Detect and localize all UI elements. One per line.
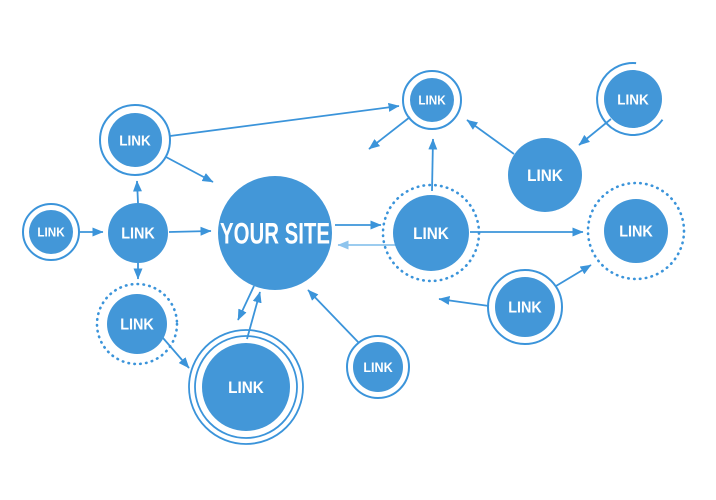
link-label: LINK — [37, 225, 64, 240]
arrow-top-center-toward-your-site — [368, 116, 411, 150]
node-link-top-right: LINK — [596, 62, 664, 136]
link-label: LINK — [418, 93, 445, 108]
link-circle — [108, 203, 168, 263]
arrow-right-large-to-top-center — [466, 119, 515, 155]
node-link-far-left: LINK — [22, 203, 80, 261]
outer-ring-circle — [188, 329, 304, 445]
link-circle — [495, 277, 555, 337]
link-circle — [604, 70, 662, 128]
arrow-top-left-to-top-center — [169, 102, 400, 137]
node-link-top-left: LINK — [99, 104, 171, 176]
node-link-far-right: LINK — [586, 181, 686, 281]
inner-ring-circle — [194, 335, 298, 439]
ring-circle — [99, 104, 171, 176]
link-circle — [353, 342, 403, 392]
node-link-bottom-small: LINK — [346, 335, 410, 399]
link-circle — [107, 294, 167, 354]
dotted-ring-circle — [586, 181, 686, 281]
link-circle — [202, 343, 290, 431]
edges-layer — [80, 102, 612, 369]
node-link-mid-right: LINK — [381, 183, 481, 283]
ring-circle — [402, 70, 462, 130]
dotted-ring-circle — [381, 183, 481, 283]
ring-circle — [22, 203, 80, 261]
your-site-label: YOUR SITE — [220, 218, 330, 251]
nodes-layer: LINK LINK LINK LINK — [22, 62, 686, 445]
link-label: LINK — [121, 225, 155, 243]
node-link-bottom-left: LINK — [95, 282, 179, 366]
arrow-your-site-to-bottom-center — [237, 285, 255, 321]
link-label: LINK — [527, 166, 563, 185]
node-link-bottom-center-large: LINK — [188, 329, 304, 445]
node-your-site: YOUR SITE — [218, 176, 332, 290]
link-label: LINK — [228, 378, 264, 397]
arrow-mid-left-to-your-site — [168, 226, 212, 236]
link-circle — [108, 113, 162, 167]
arrow-top-left-to-your-site — [165, 156, 214, 183]
link-circle — [29, 210, 73, 254]
dotted-ring-circle — [95, 282, 179, 366]
your-site-circle — [218, 176, 332, 290]
link-circle — [508, 138, 582, 212]
link-label: LINK — [363, 359, 393, 375]
arrow-mid-left-to-top-left — [132, 180, 142, 204]
arrow-bottom-right-to-far-right — [555, 264, 592, 287]
arrow-mid-right-to-top-center — [428, 138, 438, 192]
node-link-top-center: LINK — [402, 70, 462, 130]
arrow-bottom-center-to-your-site — [246, 291, 262, 340]
link-circle — [604, 199, 668, 263]
node-link-bottom-right: LINK — [487, 269, 563, 345]
open-arc-ring — [596, 62, 664, 136]
ring-circle — [346, 335, 410, 399]
link-circle — [410, 78, 454, 122]
link-label: LINK — [119, 133, 151, 150]
node-link-mid-left: LINK — [108, 203, 168, 263]
link-label: LINK — [413, 224, 449, 243]
node-link-right-large: LINK — [508, 138, 582, 212]
link-label: LINK — [120, 316, 154, 334]
link-label: LINK — [617, 92, 649, 109]
link-label: LINK — [508, 299, 542, 317]
link-circle — [393, 195, 469, 271]
arrow-bottom-left-to-bottom-center — [162, 337, 190, 369]
arrow-bottom-right-toward-your-site — [438, 295, 490, 307]
arrow-bottom-small-to-your-site — [307, 289, 360, 344]
link-label: LINK — [619, 223, 653, 241]
ring-circle — [487, 269, 563, 345]
